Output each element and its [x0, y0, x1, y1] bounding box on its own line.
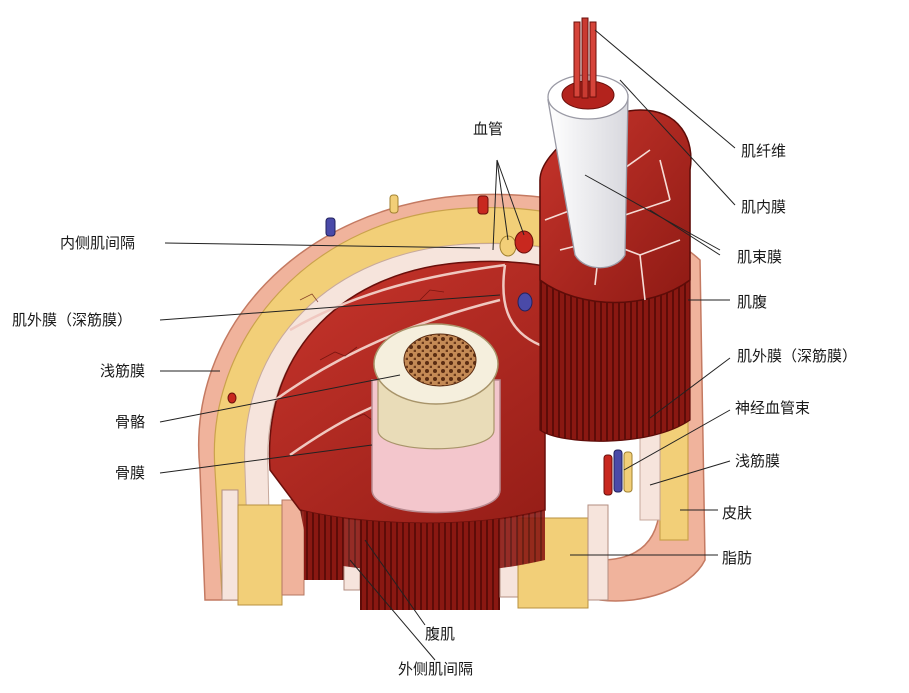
- blood-vessels-top: [227, 194, 534, 404]
- label-medial-septum: 内侧肌间隔: [60, 234, 136, 252]
- label-neurovascular-bundle: 神经血管束: [735, 399, 811, 417]
- neurovascular-bundle-right: [603, 449, 633, 496]
- muscle-side: [300, 510, 545, 573]
- label-perimysium: 肌束膜: [737, 248, 783, 266]
- label-abdominal-muscle: 腹肌: [425, 625, 456, 643]
- label-superficial-fascia-left: 浅筋膜: [100, 362, 146, 380]
- label-skin: 皮肤: [722, 504, 753, 522]
- label-muscle-belly: 肌腹: [737, 293, 768, 311]
- label-fat: 脂肪: [722, 549, 753, 567]
- endomysium-sheath: [547, 94, 629, 269]
- label-endomysium: 肌内膜: [741, 198, 787, 216]
- label-lateral-septum: 外侧肌间隔: [398, 660, 474, 678]
- leader-lines: [159, 29, 736, 661]
- label-epimysium-left: 肌外膜（深筋膜）: [12, 311, 133, 329]
- label-epimysium-right: 肌外膜（深筋膜）: [737, 347, 858, 365]
- label-bone: 骨骼: [115, 413, 146, 431]
- label-muscle-fiber: 肌纤维: [741, 142, 787, 160]
- label-superficial-fascia-right: 浅筋膜: [735, 452, 781, 470]
- label-blood-vessel: 血管: [473, 120, 504, 138]
- label-periosteum: 骨膜: [115, 464, 146, 482]
- muscle-fibers: [573, 17, 597, 99]
- bone-marrow: [403, 333, 477, 387]
